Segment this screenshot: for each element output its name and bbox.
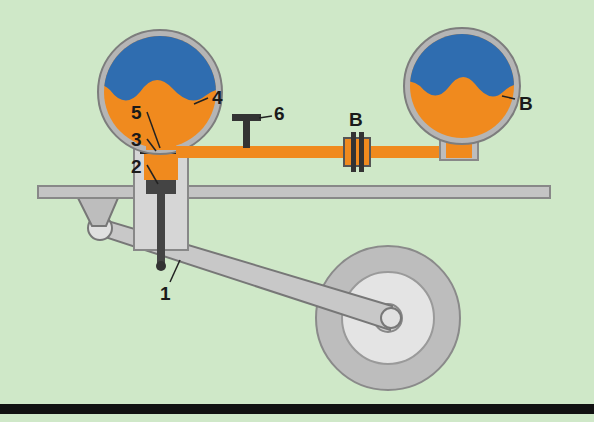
- restrictor-valve: [344, 132, 370, 172]
- wheel: [316, 246, 460, 390]
- callout-number: 1: [160, 284, 171, 303]
- right-sphere: [400, 28, 530, 160]
- swing-arm: [78, 198, 401, 330]
- callout-number: 2: [131, 157, 142, 176]
- callout-number: 5: [131, 103, 142, 122]
- valve-6: [232, 114, 261, 148]
- piston: [146, 180, 176, 194]
- leader-lines: [147, 96, 515, 282]
- callout-letter: B: [349, 110, 363, 129]
- chassis-frame: [38, 186, 550, 198]
- pipe: [176, 146, 452, 158]
- callout-letter: B: [519, 94, 533, 113]
- callout-number: 6: [274, 104, 285, 123]
- ground-line: [0, 404, 594, 414]
- piston-rod: [157, 194, 165, 264]
- cylinder: [134, 140, 188, 271]
- callout-number: 3: [131, 130, 142, 149]
- callout-number: 4: [212, 88, 223, 107]
